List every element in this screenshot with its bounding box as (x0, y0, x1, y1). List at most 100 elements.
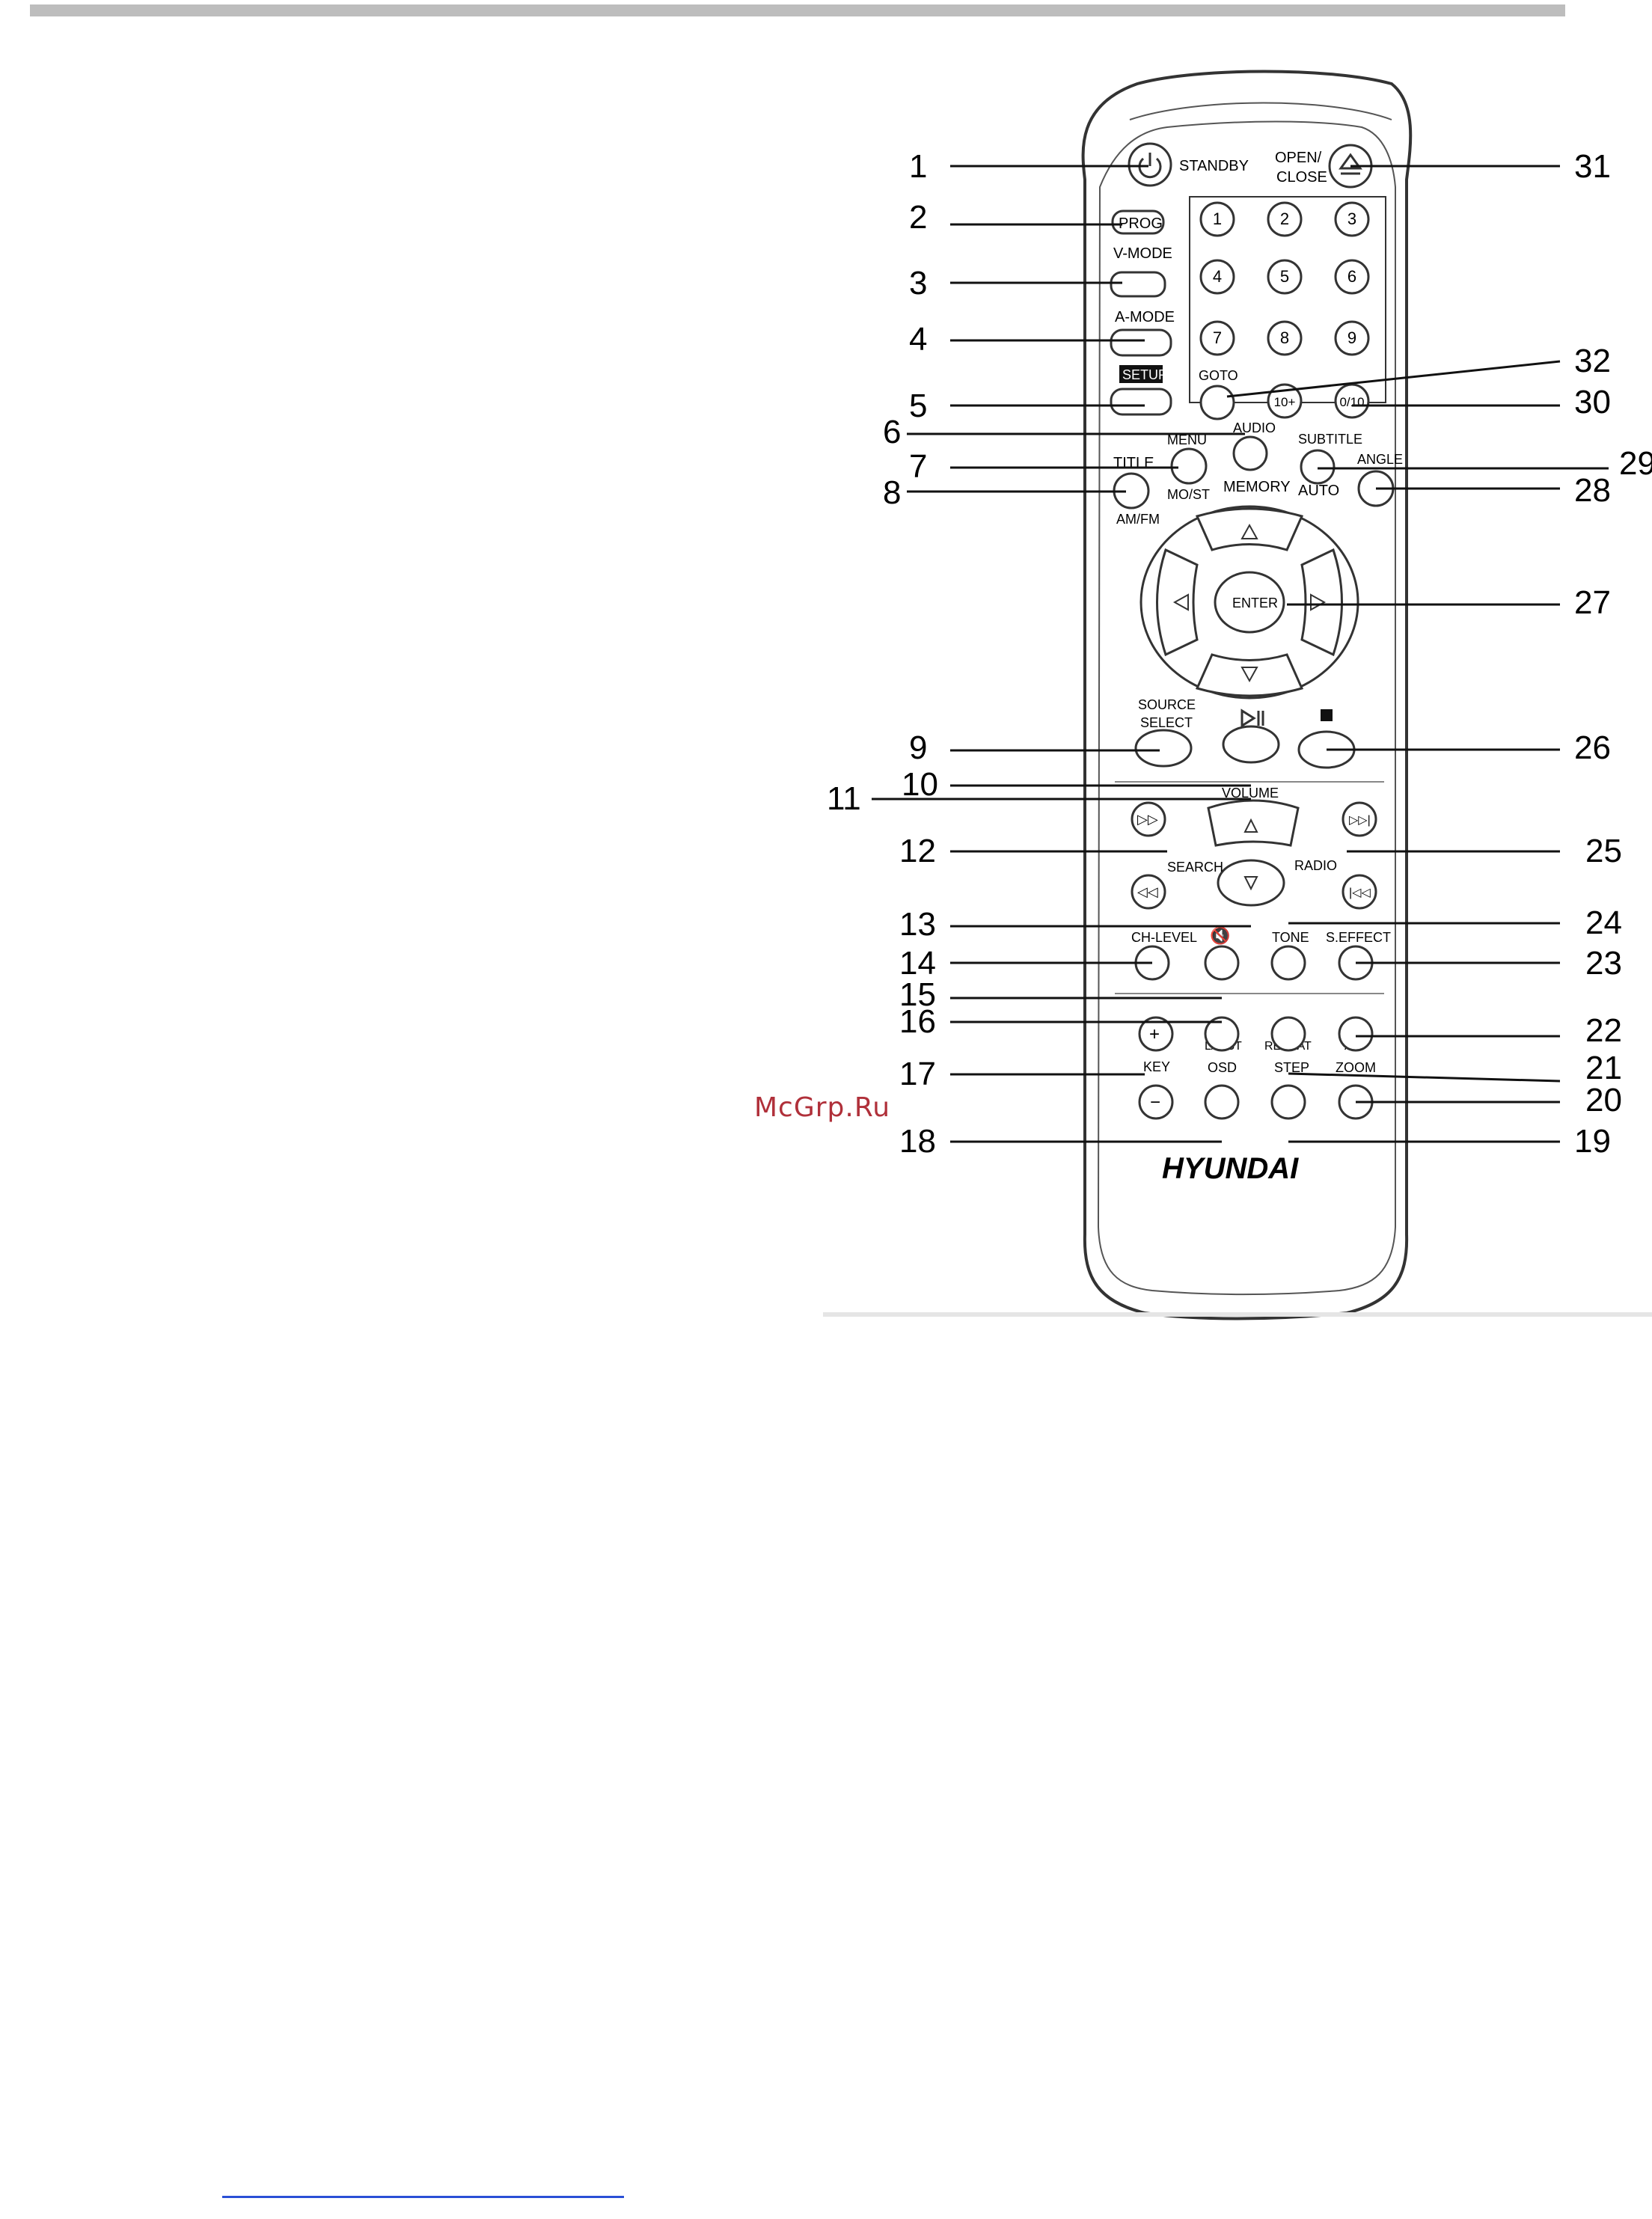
play-pause-icon (1240, 708, 1264, 728)
prev-track-button[interactable] (1342, 874, 1377, 910)
audio-button[interactable] (1232, 435, 1268, 471)
menu-button[interactable] (1170, 447, 1208, 485)
next-track-button[interactable] (1342, 801, 1377, 837)
callout-number-10: 10 (902, 766, 938, 803)
step-button[interactable] (1270, 1084, 1306, 1120)
enter-button[interactable] (1214, 571, 1285, 634)
keypad-label: 6 (1347, 267, 1356, 286)
a-mode-button[interactable] (1110, 328, 1172, 357)
callout-number-16: 16 (899, 1003, 936, 1040)
key-up-button[interactable] (1138, 1016, 1174, 1052)
callout-number-26: 26 (1574, 729, 1611, 766)
callout-number-27: 27 (1574, 584, 1611, 621)
subtitle-button[interactable] (1300, 449, 1336, 485)
callout-number-18: 18 (899, 1123, 936, 1160)
eject-icon (1339, 153, 1362, 175)
auto-label: AUTO (1298, 483, 1339, 499)
nav-down-button[interactable] (1195, 653, 1304, 697)
lr-st-button[interactable] (1204, 1016, 1240, 1052)
volume-label: VOLUME (1222, 786, 1279, 801)
zoom-label: ZOOM (1336, 1060, 1376, 1075)
mute-icon: 🔇 (1210, 926, 1230, 945)
prog-button[interactable] (1111, 209, 1165, 235)
keypad-button-4[interactable] (1199, 259, 1235, 295)
keypad-button-1[interactable] (1199, 201, 1235, 237)
keypad-button-3[interactable] (1334, 201, 1370, 237)
keypad-label: 7 (1213, 328, 1222, 347)
power-icon (1138, 153, 1162, 179)
minus-icon: − (1150, 1092, 1160, 1112)
watermark: McGrp.Ru (754, 1092, 891, 1123)
tone-label: TONE (1272, 930, 1309, 945)
open-label: OPEN/ (1275, 150, 1322, 166)
menu-label: MENU (1167, 432, 1207, 447)
nav-right-button[interactable] (1300, 548, 1343, 657)
keypad-button-9[interactable] (1334, 320, 1370, 356)
callout-number-19: 19 (1574, 1123, 1611, 1160)
keypad-button-2[interactable] (1267, 201, 1303, 237)
standby-label: STANDBY (1179, 158, 1249, 174)
source-label: SOURCE (1138, 697, 1196, 712)
key-down-button[interactable] (1138, 1084, 1174, 1120)
keypad-button-8[interactable] (1267, 320, 1303, 356)
title-label: TITLE (1113, 455, 1154, 471)
osd-button[interactable] (1204, 1084, 1240, 1120)
step-label: STEP (1274, 1060, 1309, 1075)
stop-icon (1321, 709, 1333, 721)
memory-label: MEMORY (1223, 479, 1291, 495)
keypad-button-6[interactable] (1334, 259, 1370, 295)
callout-number-14: 14 (899, 945, 936, 982)
audio-label: AUDIO (1233, 420, 1276, 435)
mute-button[interactable] (1204, 945, 1240, 981)
radio-label: RADIO (1294, 858, 1337, 873)
keypad-button-0/10[interactable] (1334, 383, 1370, 419)
nav-left-button[interactable] (1156, 548, 1199, 657)
remote-top-notch (1129, 102, 1392, 120)
goto-button[interactable] (1199, 385, 1235, 420)
keypad-label: 3 (1347, 209, 1356, 228)
setup-button[interactable] (1110, 388, 1172, 416)
volume-down-button[interactable] (1217, 859, 1285, 907)
callout-line-32 (1226, 360, 1561, 398)
search-label: SEARCH (1167, 860, 1223, 875)
close-label: CLOSE (1276, 169, 1327, 186)
a-b-button[interactable] (1338, 1016, 1374, 1052)
callout-number-6: 6 (883, 414, 901, 450)
keypad-label: 0/10 (1339, 395, 1364, 409)
callout-number-30: 30 (1574, 384, 1611, 420)
callout-number-28: 28 (1574, 472, 1611, 509)
angle-label: ANGLE (1357, 452, 1403, 467)
callout-number-32: 32 (1574, 343, 1611, 379)
callout-number-2: 2 (909, 199, 927, 236)
plus-icon: + (1149, 1024, 1160, 1044)
keypad-label: 10+ (1274, 395, 1296, 409)
keypad-button-10+[interactable] (1267, 383, 1303, 419)
search-back-button[interactable] (1131, 874, 1166, 910)
volume-down-icon (1243, 876, 1258, 891)
osd-label: OSD (1208, 1060, 1237, 1075)
callout-number-31: 31 (1574, 148, 1611, 185)
play-pause-button[interactable] (1222, 725, 1280, 764)
repeat-button[interactable] (1270, 1016, 1306, 1052)
prev-track-icon: |◁◁ (1349, 887, 1371, 899)
v-mode-button[interactable] (1110, 271, 1166, 298)
keypad-label: 2 (1280, 209, 1289, 228)
select-label: SELECT (1140, 715, 1193, 730)
keypad-button-7[interactable] (1199, 320, 1235, 356)
callout-number-12: 12 (899, 833, 936, 869)
keypad-button-5[interactable] (1267, 259, 1303, 295)
goto-label: GOTO (1199, 368, 1238, 383)
callout-number-15: 15 (899, 976, 936, 1013)
callout-number-8: 8 (883, 474, 901, 511)
prog-label: PROG (1119, 215, 1163, 232)
setup-label: SETUP (1122, 367, 1167, 382)
nav-up-button[interactable] (1195, 507, 1304, 551)
callout-number-17: 17 (899, 1056, 936, 1092)
source-select-button[interactable] (1134, 729, 1193, 768)
tone-button[interactable] (1270, 945, 1306, 981)
most-label: MO/ST (1167, 487, 1210, 502)
vmode-label: V-MODE (1113, 245, 1172, 262)
callout-number-13: 13 (899, 906, 936, 943)
search-forward-button[interactable] (1131, 801, 1166, 837)
